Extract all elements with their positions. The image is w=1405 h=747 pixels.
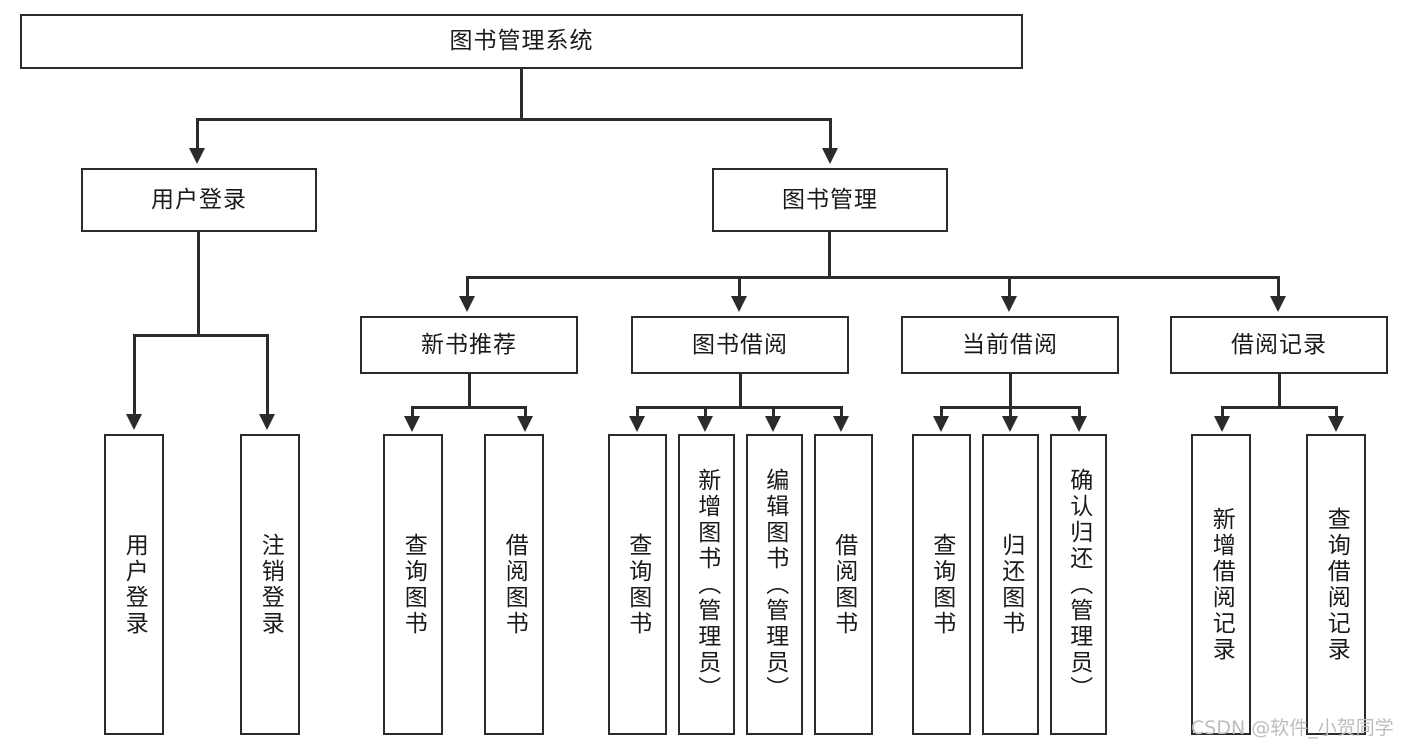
arrow-root-to-book-mgmt [822,148,838,164]
edge-book-mgmt-to-borrow-record [1277,276,1280,298]
node-new-book-recommend[interactable]: 新书推荐 [360,316,578,374]
leaf-user-login-logout[interactable]: 注销登录 [240,434,300,735]
node-label: 借阅记录 [1231,331,1327,358]
edge-root-stem [520,69,523,118]
node-label: 用户登录 [121,532,148,637]
node-label: 新增图书（管理员） [693,467,720,702]
edge-book-borrow-to-leaf-0 [636,406,639,418]
leaf-borrow-record-add-record[interactable]: 新增借阅记录 [1191,434,1251,735]
arrow-current-borrow-to-leaf-1 [1002,416,1018,432]
node-label: 编辑图书（管理员） [761,467,788,702]
leaf-new-book-query-book[interactable]: 查询图书 [383,434,443,735]
edge-borrow-record-stem [1278,374,1281,408]
node-label: 借阅图书 [830,532,857,637]
edge-book-borrow-to-leaf-1 [704,406,707,418]
arrow-user-login-to-leaf-1 [259,414,275,430]
arrow-current-borrow-to-leaf-2 [1071,416,1087,432]
edge-book-mgmt-to-new-book [466,276,469,298]
node-label: 当前借阅 [962,331,1058,358]
node-label: 新增借阅记录 [1208,506,1235,663]
node-label: 图书借阅 [692,331,788,358]
node-borrow-record[interactable]: 借阅记录 [1170,316,1388,374]
leaf-book-borrow-edit-book-admin[interactable]: 编辑图书（管理员） [746,434,803,735]
edge-root-bus [196,118,832,121]
edge-borrow-record-to-leaf-1 [1335,406,1338,418]
edge-book-borrow-to-leaf-2 [772,406,775,418]
node-label: 图书管理 [782,186,878,213]
edge-current-borrow-stem [1009,374,1012,408]
edge-user-login-to-leaf-1 [266,334,269,416]
edge-book-mgmt-to-book-borrow [738,276,741,298]
edge-book-borrow-to-leaf-3 [840,406,843,418]
edge-new-book-stem [468,374,471,408]
node-label: 归还图书 [997,532,1024,637]
edge-book-borrow-stem [739,374,742,408]
leaf-current-borrow-confirm-return-admin[interactable]: 确认归还（管理员） [1050,434,1107,735]
node-label: 查询图书 [400,532,427,637]
leaf-current-borrow-return-book[interactable]: 归还图书 [982,434,1039,735]
edge-current-borrow-to-leaf-0 [940,406,943,418]
leaf-book-borrow-query-book[interactable]: 查询图书 [608,434,667,735]
node-user-login[interactable]: 用户登录 [81,168,317,232]
arrow-user-login-to-leaf-0 [126,414,142,430]
arrow-book-borrow-to-leaf-3 [833,416,849,432]
edge-root-to-book-mgmt [829,118,832,150]
node-label: 查询借阅记录 [1323,506,1350,663]
arrow-book-borrow-to-leaf-0 [629,416,645,432]
node-label: 确认归还（管理员） [1065,467,1092,702]
edge-new-book-to-leaf-1 [524,406,527,418]
csdn-watermark: CSDN @软件_小贺同学 [1191,717,1394,739]
edge-current-borrow-to-leaf-2 [1078,406,1081,418]
arrow-current-borrow-to-leaf-0 [933,416,949,432]
edge-user-login-bus [133,334,269,337]
node-label: 借阅图书 [501,532,528,637]
leaf-book-borrow-add-book-admin[interactable]: 新增图书（管理员） [678,434,735,735]
leaf-borrow-record-query-record[interactable]: 查询借阅记录 [1306,434,1366,735]
node-label: 注销登录 [257,532,284,637]
arrow-new-book-to-leaf-0 [404,416,420,432]
leaf-book-borrow-borrow-book[interactable]: 借阅图书 [814,434,873,735]
arrow-borrow-record-to-leaf-0 [1214,416,1230,432]
leaf-user-login-login[interactable]: 用户登录 [104,434,164,735]
arrow-book-mgmt-to-new-book [459,296,475,312]
edge-new-book-to-leaf-0 [411,406,414,418]
node-label: 新书推荐 [421,331,517,358]
node-book-management[interactable]: 图书管理 [712,168,948,232]
leaf-new-book-borrow-book[interactable]: 借阅图书 [484,434,544,735]
node-label: 图书管理系统 [449,28,594,55]
edge-user-login-to-leaf-0 [133,334,136,416]
arrow-borrow-record-to-leaf-1 [1328,416,1344,432]
node-label: 用户登录 [151,186,247,213]
edge-current-borrow-to-leaf-1 [1009,406,1012,418]
arrow-new-book-to-leaf-1 [517,416,533,432]
edge-book-mgmt-to-current-borrow [1008,276,1011,298]
leaf-current-borrow-query-book[interactable]: 查询图书 [912,434,971,735]
edge-book-borrow-bus [636,406,843,409]
arrow-book-borrow-to-leaf-2 [765,416,781,432]
edge-borrow-record-bus [1221,406,1338,409]
edge-book-mgmt-bus [466,276,1280,279]
edge-root-to-user-login [196,118,199,150]
edge-user-login-stem [197,232,200,336]
node-label: 查询图书 [624,532,651,637]
arrow-book-borrow-to-leaf-1 [697,416,713,432]
arrow-book-mgmt-to-book-borrow [731,296,747,312]
node-label: 查询图书 [928,532,955,637]
edge-borrow-record-to-leaf-0 [1221,406,1224,418]
node-book-borrow[interactable]: 图书借阅 [631,316,849,374]
edge-book-mgmt-stem [828,232,831,278]
arrow-book-mgmt-to-borrow-record [1270,296,1286,312]
edge-new-book-bus [411,406,527,409]
node-current-borrow[interactable]: 当前借阅 [901,316,1119,374]
arrow-book-mgmt-to-current-borrow [1001,296,1017,312]
node-root-system[interactable]: 图书管理系统 [20,14,1023,69]
arrow-root-to-user-login [189,148,205,164]
